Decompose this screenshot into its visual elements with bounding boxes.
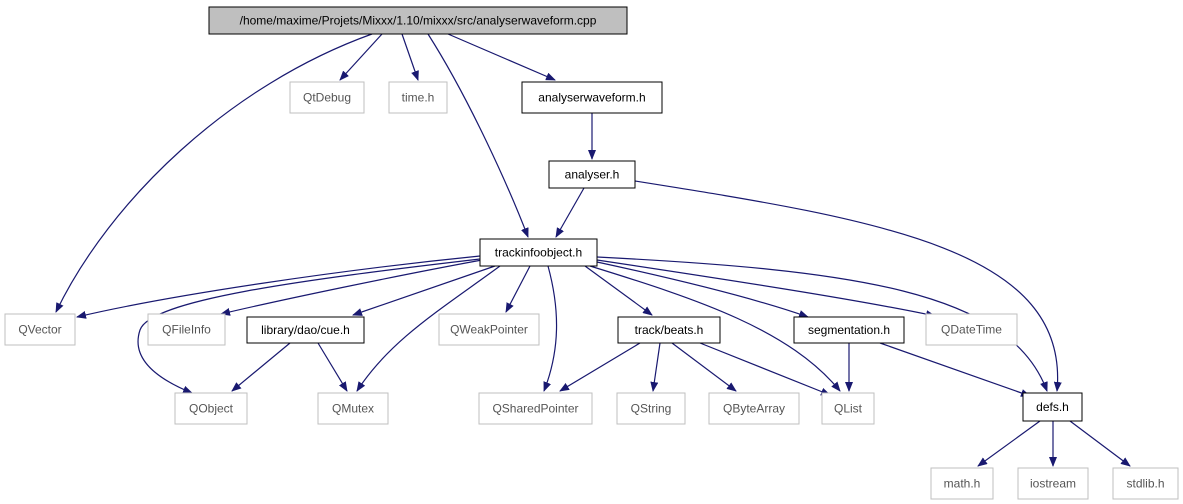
node-box-qsharedpointer (478, 392, 593, 425)
edges (55, 33, 1131, 467)
edge-analyser-to-defs (634, 180, 1062, 392)
node-box-qobject (174, 392, 248, 425)
node-label-qdatetime: QDateTime (941, 323, 1002, 337)
node-label-cue: library/dao/cue.h (261, 323, 350, 337)
node-box-analyser (548, 160, 636, 189)
node-box-beats (617, 316, 721, 344)
node-box-qmutex (317, 392, 389, 425)
node-label-segmentation: segmentation.h (808, 323, 890, 337)
node-qtdebug: QtDebug (289, 81, 365, 114)
edge-beats-to-qlist (699, 342, 831, 396)
nodes: /home/maxime/Projets/Mixxx/1.10/mixxx/sr… (4, 6, 1179, 500)
node-label-math: math.h (944, 477, 981, 491)
node-box-stdlib (1112, 467, 1179, 500)
edge-beats-to-qstring (650, 342, 661, 392)
node-qfileinfo: QFileInfo (147, 313, 226, 346)
node-box-cue (246, 316, 365, 344)
node-label-qlist: QList (834, 402, 863, 416)
node-box-qvector (4, 313, 76, 346)
node-beats[interactable]: track/beats.h (617, 316, 721, 344)
node-label-qmutex: QMutex (332, 402, 374, 416)
edge-cue-to-qobject (231, 342, 291, 392)
node-label-qfileinfo: QFileInfo (162, 323, 211, 337)
node-label-root: /home/maxime/Projets/Mixxx/1.10/mixxx/sr… (240, 14, 597, 28)
edge-root-to-trackinfoobject (427, 33, 529, 238)
node-trackinfoobject[interactable]: trackinfoobject.h (479, 238, 598, 267)
node-stdlib: stdlib.h (1112, 467, 1179, 500)
node-box-qstring (616, 392, 686, 425)
node-label-qbytearray: QByteArray (723, 402, 785, 416)
node-qmutex: QMutex (317, 392, 389, 425)
node-label-defs: defs.h (1036, 400, 1069, 414)
node-box-qtdebug (289, 81, 365, 114)
node-timeh: time.h (388, 81, 448, 114)
edge-trackinfoobject-to-segmentation (596, 261, 809, 318)
node-label-qtdebug: QtDebug (303, 91, 351, 105)
edge-root-to-qvector (55, 33, 373, 313)
edge-trackinfoobject-to-beats (584, 265, 653, 316)
edge-trackinfoobject-to-defs (596, 256, 1048, 392)
node-label-beats: track/beats.h (635, 323, 704, 337)
node-qsharedpointer: QSharedPointer (478, 392, 593, 425)
node-cue[interactable]: library/dao/cue.h (246, 316, 365, 344)
edge-trackinfoobject-to-qvector (76, 255, 481, 319)
node-label-qsharedpointer: QSharedPointer (492, 402, 578, 416)
node-qvector: QVector (4, 313, 76, 346)
edge-trackinfoobject-to-qweakpointer (505, 265, 531, 313)
edge-beats-to-qsharedpointer (559, 342, 641, 392)
node-label-qstring: QString (631, 402, 672, 416)
node-label-iostream: iostream (1030, 477, 1076, 491)
node-box-defs (1022, 392, 1083, 422)
node-box-timeh (388, 81, 448, 114)
edge-trackinfoobject-to-cue (352, 265, 496, 316)
node-box-trackinfoobject (479, 238, 598, 267)
node-box-qfileinfo (147, 313, 226, 346)
edge-trackinfoobject-to-qlist (589, 265, 841, 392)
node-label-stdlib: stdlib.h (1126, 477, 1164, 491)
node-box-qbytearray (708, 392, 800, 425)
node-box-qdatetime (925, 313, 1018, 346)
edge-trackinfoobject-to-qdatetime (596, 259, 936, 319)
node-segmentation[interactable]: segmentation.h (793, 316, 905, 344)
node-label-timeh: time.h (402, 91, 435, 105)
node-root[interactable]: /home/maxime/Projets/Mixxx/1.10/mixxx/sr… (208, 6, 628, 35)
node-label-qvector: QVector (18, 323, 61, 337)
node-qlist: QList (821, 392, 875, 425)
node-label-qweakpointer: QWeakPointer (450, 323, 528, 337)
node-math: math.h (930, 467, 994, 500)
node-iostream: iostream (1017, 467, 1089, 500)
node-analyserwaveform[interactable]: analyserwaveform.h (521, 81, 663, 114)
edge-segmentation-to-defs (879, 342, 1031, 397)
node-box-math (930, 467, 994, 500)
node-box-root (208, 6, 628, 35)
edge-beats-to-qbytearray (671, 342, 737, 392)
edge-cue-to-qmutex (317, 342, 348, 392)
node-qobject: QObject (174, 392, 248, 425)
node-label-qobject: QObject (189, 402, 234, 416)
node-label-analyser: analyser.h (565, 168, 620, 182)
edge-analyser-to-trackinfoobject (555, 187, 585, 238)
node-label-analyserwaveform: analyserwaveform.h (538, 91, 645, 105)
node-box-segmentation (793, 316, 905, 344)
node-analyser[interactable]: analyser.h (548, 160, 636, 189)
edge-trackinfoobject-to-qmutex (356, 265, 501, 392)
edge-defs-to-math (977, 420, 1041, 467)
edge-root-to-qtdebug (339, 33, 383, 81)
edge-root-to-analyserwaveform (447, 33, 556, 81)
node-box-qlist (821, 392, 875, 425)
node-qbytearray: QByteArray (708, 392, 800, 425)
edge-defs-to-stdlib (1069, 420, 1131, 467)
edge-root-to-timeh (401, 33, 419, 81)
node-qstring: QString (616, 392, 686, 425)
node-box-iostream (1017, 467, 1089, 500)
node-defs[interactable]: defs.h (1022, 392, 1083, 422)
node-box-qweakpointer (438, 313, 540, 346)
node-label-trackinfoobject: trackinfoobject.h (495, 246, 582, 260)
node-qweakpointer: QWeakPointer (438, 313, 540, 346)
edge-trackinfoobject-to-qsharedpointer (543, 265, 558, 392)
edge-trackinfoobject-to-qfileinfo (220, 259, 483, 316)
node-qdatetime: QDateTime (925, 313, 1018, 346)
node-box-analyserwaveform (521, 81, 663, 114)
